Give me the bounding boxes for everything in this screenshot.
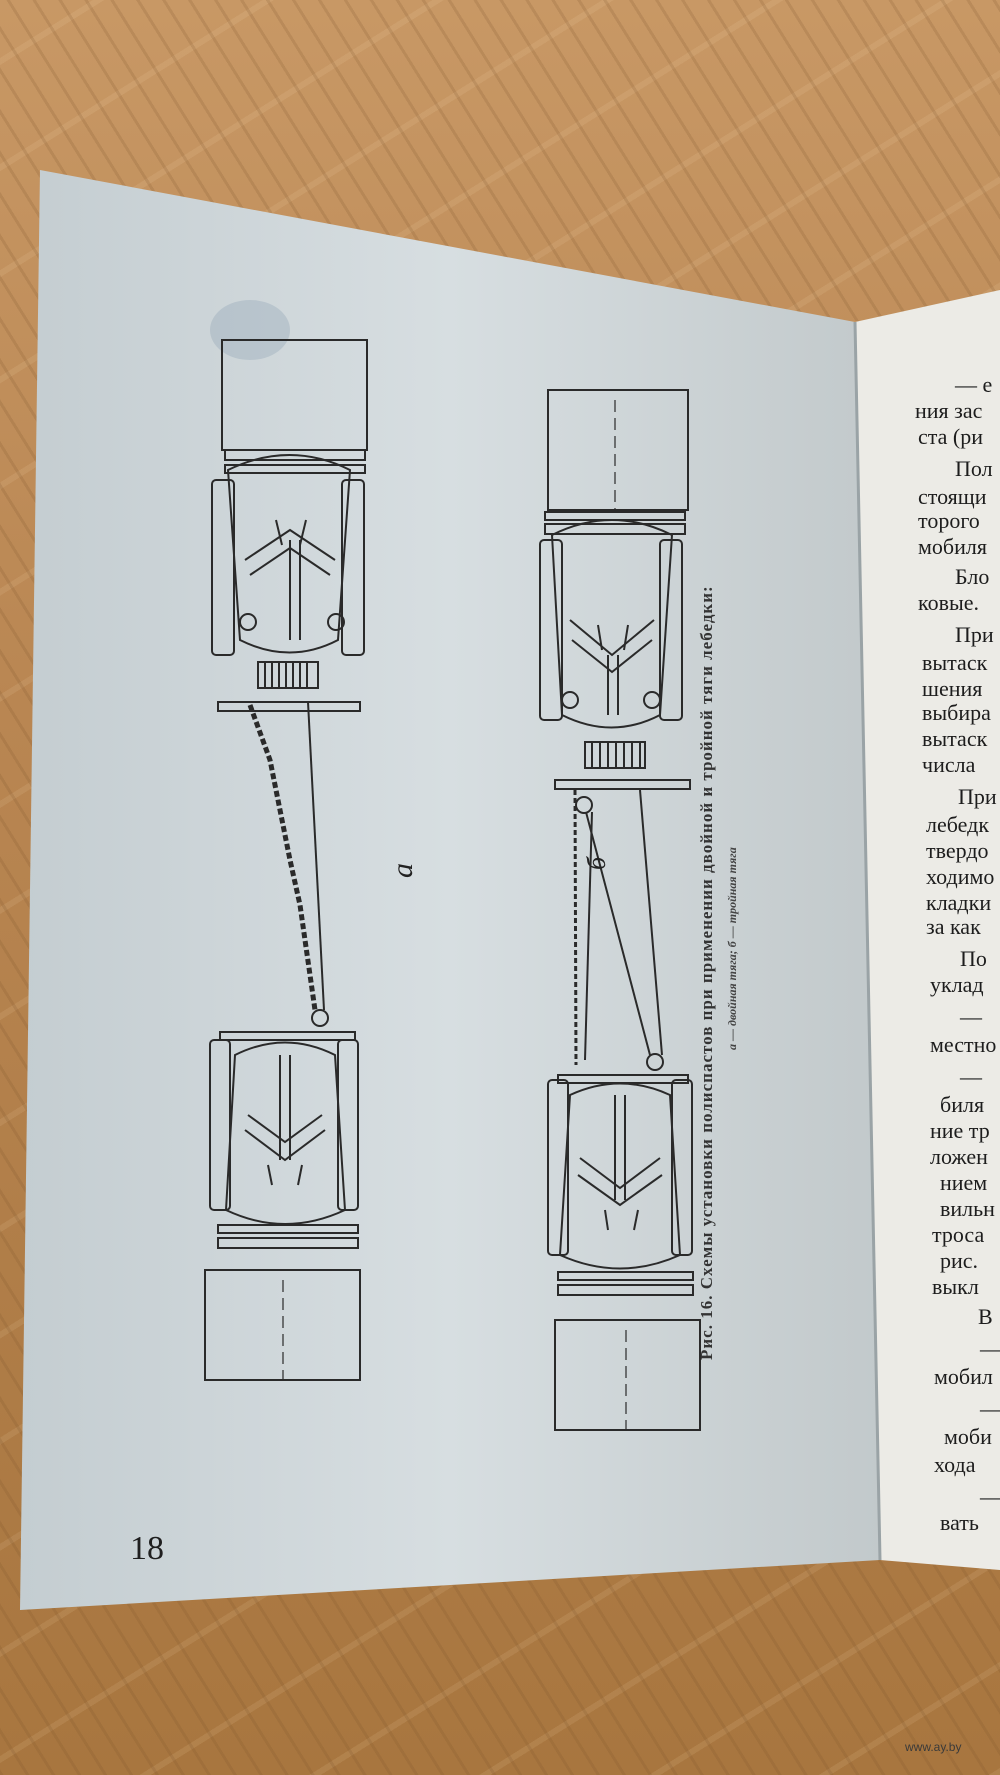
text-line: моби [944,1424,992,1449]
text-line: ста (ри [918,424,984,449]
truck-a1-body [221,339,368,451]
text-line: — [980,1336,1000,1361]
text-line: вытаск [922,650,988,675]
text-line: Пол [955,456,993,481]
text-line: По [960,946,987,971]
truck-b1-body [547,389,689,511]
winch-a [257,661,319,689]
text-line: ковые. [918,590,980,615]
text-line: нием [940,1170,988,1195]
text-line: ходимо [926,864,995,889]
figure-label-b: б [582,856,611,870]
text-line: вильн [940,1196,995,1221]
text-line: стоящи [918,484,987,509]
text-line: — [980,1484,1000,1509]
text-line: ложен [930,1144,988,1169]
text-line: ния зас [915,398,983,423]
text-line: шения [922,676,983,701]
text-line: местно [930,1032,997,1057]
text-line: выбира [922,700,991,725]
text-line: мобиля [918,534,987,559]
watermark: www.ay.by [905,1740,962,1754]
rope-a [307,701,325,1011]
text-line: хода [934,1452,976,1477]
text-line: биля [940,1092,985,1117]
text-line: твердо [926,838,989,863]
text-line: — е [955,372,993,397]
text-line: мобил [934,1364,993,1389]
text-line: ние тр [930,1118,990,1143]
text-line: — [960,1004,982,1029]
figure-caption-sub: а — двойная тяга; б — тройная тяга [725,847,739,1050]
truck-b2-body [554,1319,701,1431]
chain-a [247,704,318,1011]
pulley-b-bottom [646,1053,664,1071]
text-line: лебедк [926,812,990,837]
text-line: При [958,784,997,809]
text-line: кладки [926,890,992,915]
pulley-a [311,1009,329,1027]
page-number: 18 [130,1530,164,1567]
text-line: — [960,1064,982,1089]
pulley-b-top [575,796,593,814]
text-line: — [980,1396,1000,1421]
text-line: Бло [955,564,990,589]
text-line: числа [922,752,976,777]
text-line: торого [918,508,980,533]
text-line: вать [940,1510,979,1535]
text-line: рис. [940,1248,979,1273]
text-line: за как [926,914,981,939]
text-line: троса [932,1222,985,1247]
text-line: уклад [930,972,984,997]
text-line: вытаск [922,726,988,751]
text-line: В [978,1304,993,1329]
figure-caption: Рис. 16. Схемы установки полиспастов при… [697,585,716,1360]
text-line: выкл [932,1274,979,1299]
figure-label-a: а [386,863,419,878]
text-line: При [955,622,994,647]
